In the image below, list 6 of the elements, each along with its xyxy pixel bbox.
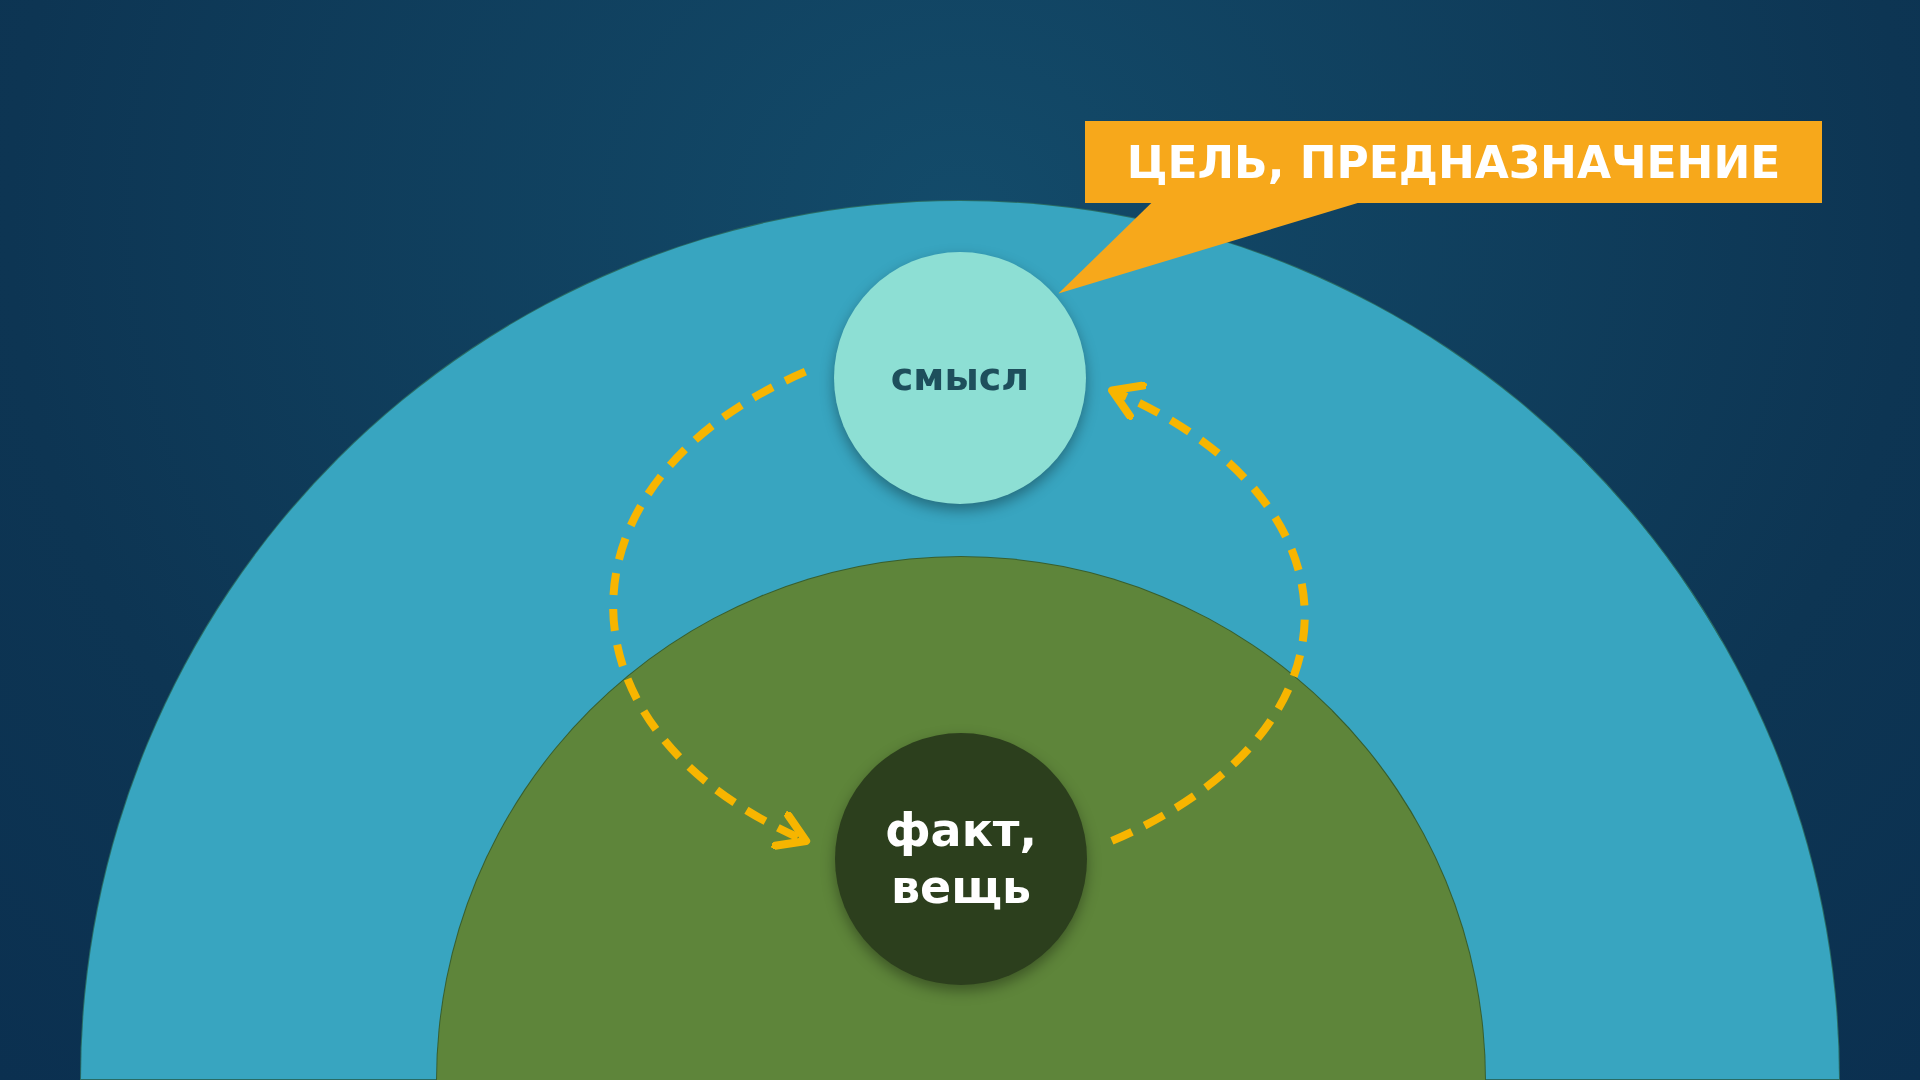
dashed-arrow	[1108, 383, 1309, 845]
callout-pointer	[1058, 203, 1358, 294]
node-label: факт, вещь	[883, 801, 1038, 916]
dashed-arrow	[609, 368, 811, 848]
node-label: ЦЕЛЬ, ПРЕДНАЗНАЧЕНИЕ	[1126, 135, 1781, 190]
node-label: смысл	[890, 354, 1030, 402]
